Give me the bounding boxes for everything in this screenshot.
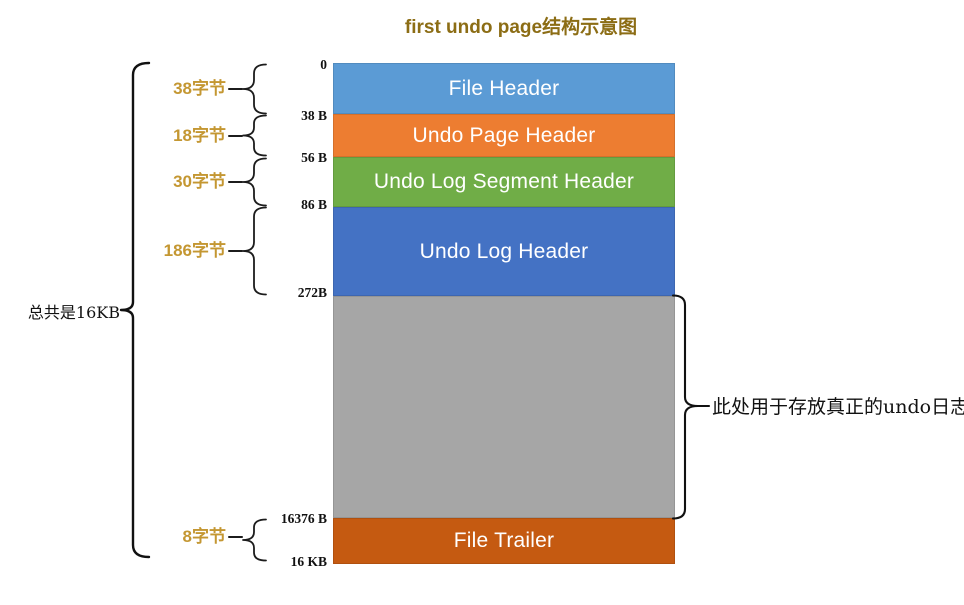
tick-16376b: 16376 B [280,511,327,526]
brace-file-header [242,63,268,115]
connector-dash [228,536,243,538]
connector-dash [228,181,243,183]
undo-storage-brace-icon [671,294,711,520]
size-label-file-header: 38字节 [173,79,226,98]
block-label-undo-log-header: Undo Log Header [419,239,589,263]
brace-undo-log-header [242,206,268,296]
total-size-label: 总共是16KB [27,303,120,322]
connector-dash [228,250,243,252]
tick-86b: 86 B [301,197,327,212]
brace-undo-page-header [242,114,268,157]
block-undo-log-header: Undo Log Header [333,207,675,296]
connector-dash [228,88,243,90]
tick-272b: 272B [297,285,327,300]
block-file-header: File Header [333,63,675,114]
diagram-title: first undo page结构示意图 [404,17,638,38]
size-label-file-trailer: 8字节 [182,527,226,546]
tick-38b: 38 B [301,108,327,123]
block-undo-page-header: Undo Page Header [333,114,675,157]
tick-0: 0 [320,57,327,72]
connector-dash [228,135,243,137]
block-label-undo-log-segment-header: Undo Log Segment Header [373,170,635,193]
block-undo-log-segment-header: Undo Log Segment Header [333,157,675,207]
block-label-undo-page-header: Undo Page Header [412,123,596,147]
total-size-bracket-icon [118,61,152,559]
size-label-undo-log-header: 186字节 [163,241,226,260]
block-file-trailer: File Trailer [333,518,675,564]
brace-undo-log-segment-header [242,157,268,207]
tick-16kb: 16 KB [290,554,327,569]
undo-storage-note: 此处用于存放真正的undo日志 [712,396,964,418]
size-label-undo-log-segment-header: 30字节 [173,172,226,191]
block-undo-log-storage [333,296,675,518]
block-label-file-header: File Header [448,76,560,100]
size-label-undo-page-header: 18字节 [173,126,226,145]
block-label-file-trailer: File Trailer [453,529,555,552]
brace-file-trailer [242,518,268,562]
tick-56b: 56 B [301,150,327,165]
